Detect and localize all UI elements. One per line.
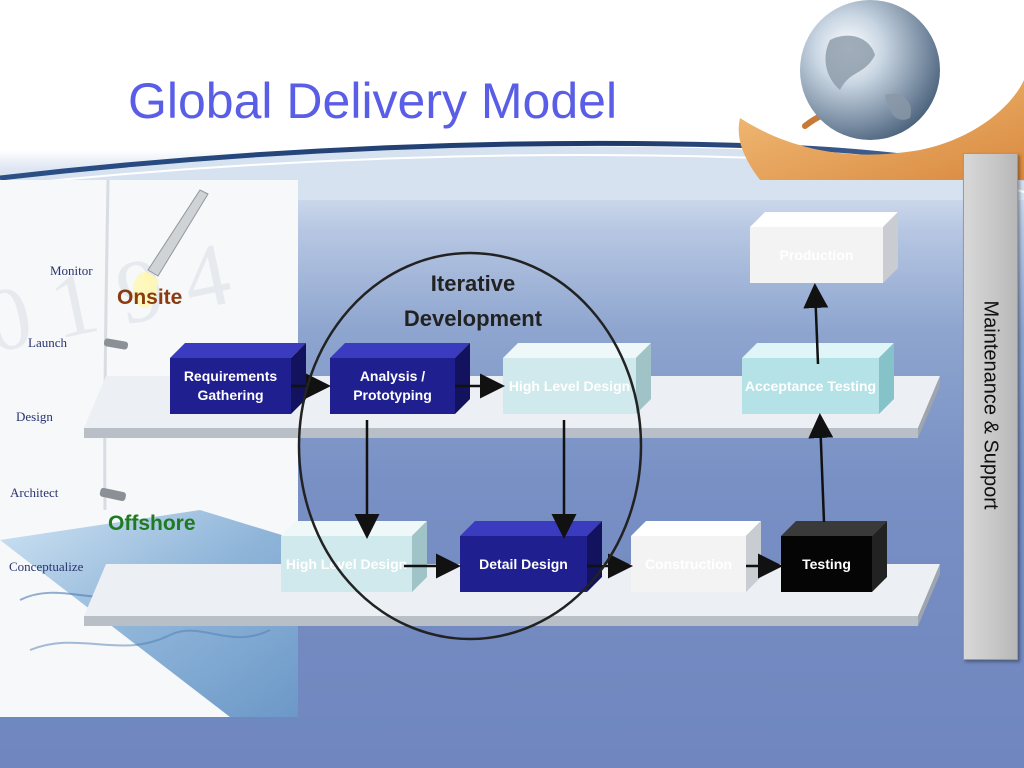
box-production-label: Production bbox=[779, 246, 854, 263]
box-acceptance-testing-label: Acceptance Testing bbox=[744, 377, 877, 394]
iterative-development-ellipse bbox=[297, 251, 643, 641]
slide-title: Global Delivery Model bbox=[128, 73, 618, 129]
onsite-label: Onsite bbox=[117, 286, 183, 309]
offshore-label: Offshore bbox=[108, 512, 196, 535]
box-requirements-gathering-label: Requirements Gathering bbox=[183, 368, 278, 403]
arrow-acceptance-to-production bbox=[803, 283, 829, 365]
globe-hand-image bbox=[738, 0, 1024, 180]
maintenance-support-label: Maintenance & Support bbox=[979, 300, 1002, 510]
scale-label-architect: Architect bbox=[10, 485, 59, 500]
scale-label-launch: Launch bbox=[28, 335, 67, 350]
box-construction-label: Construction bbox=[644, 555, 733, 572]
arrow-testing-to-acceptance bbox=[808, 413, 834, 523]
iterative-development-label: Iterative Development bbox=[373, 266, 573, 336]
iterative-label-line2: Development bbox=[403, 306, 543, 331]
box-testing-label: Testing bbox=[802, 555, 851, 572]
left-panel: 0 1 9 4 Monitor Launch Design Architect … bbox=[0, 180, 298, 717]
scale-label-conceptualize: Conceptualize bbox=[9, 559, 84, 574]
iterative-label-line1: Iterative bbox=[430, 271, 516, 296]
box-detail-design-label: Detail Design bbox=[479, 555, 568, 572]
scale-label-design: Design bbox=[16, 409, 53, 424]
box-high-level-design-onsite-label: High Level Design bbox=[508, 377, 631, 394]
scale-label-monitor: Monitor bbox=[50, 263, 93, 278]
box-analysis-prototyping-label: Analysis / Prototyping bbox=[353, 368, 432, 403]
maintenance-support-bar bbox=[963, 153, 1018, 660]
box-high-level-design-offshore-label: High Level Design bbox=[285, 555, 408, 572]
